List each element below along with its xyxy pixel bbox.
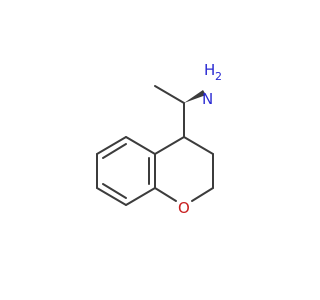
hydrogen-label: H xyxy=(204,61,215,79)
double-bond-inner-2 xyxy=(102,183,127,199)
atom-oxygen: O xyxy=(178,199,190,217)
double-bond-inner-1 xyxy=(102,143,127,159)
bond-c6-c7 xyxy=(96,187,127,206)
nitrogen-label: N xyxy=(202,90,213,108)
atom-nh2: N H 2 xyxy=(202,61,222,108)
bond-o1-c8a xyxy=(154,187,177,202)
bond-c4-c3 xyxy=(183,136,214,155)
bond-c4a-c5 xyxy=(96,136,127,155)
ethylamine-sidechain xyxy=(154,85,206,138)
bond-c2-o1 xyxy=(191,187,214,202)
molecule-diagram: N H 2 O xyxy=(96,61,222,217)
bond-c7-c8 xyxy=(125,187,156,206)
bond-c4a-c4 xyxy=(154,136,185,155)
hydrogen-count-subscript: 2 xyxy=(215,70,222,83)
bond-c8a-c4a xyxy=(125,136,156,155)
wedge-bond-c-n xyxy=(184,90,206,103)
benzene-ring xyxy=(96,136,156,206)
oxygen-label: O xyxy=(178,199,190,217)
bond-cmethine-methyl xyxy=(154,85,185,104)
pyran-ring xyxy=(154,136,214,202)
